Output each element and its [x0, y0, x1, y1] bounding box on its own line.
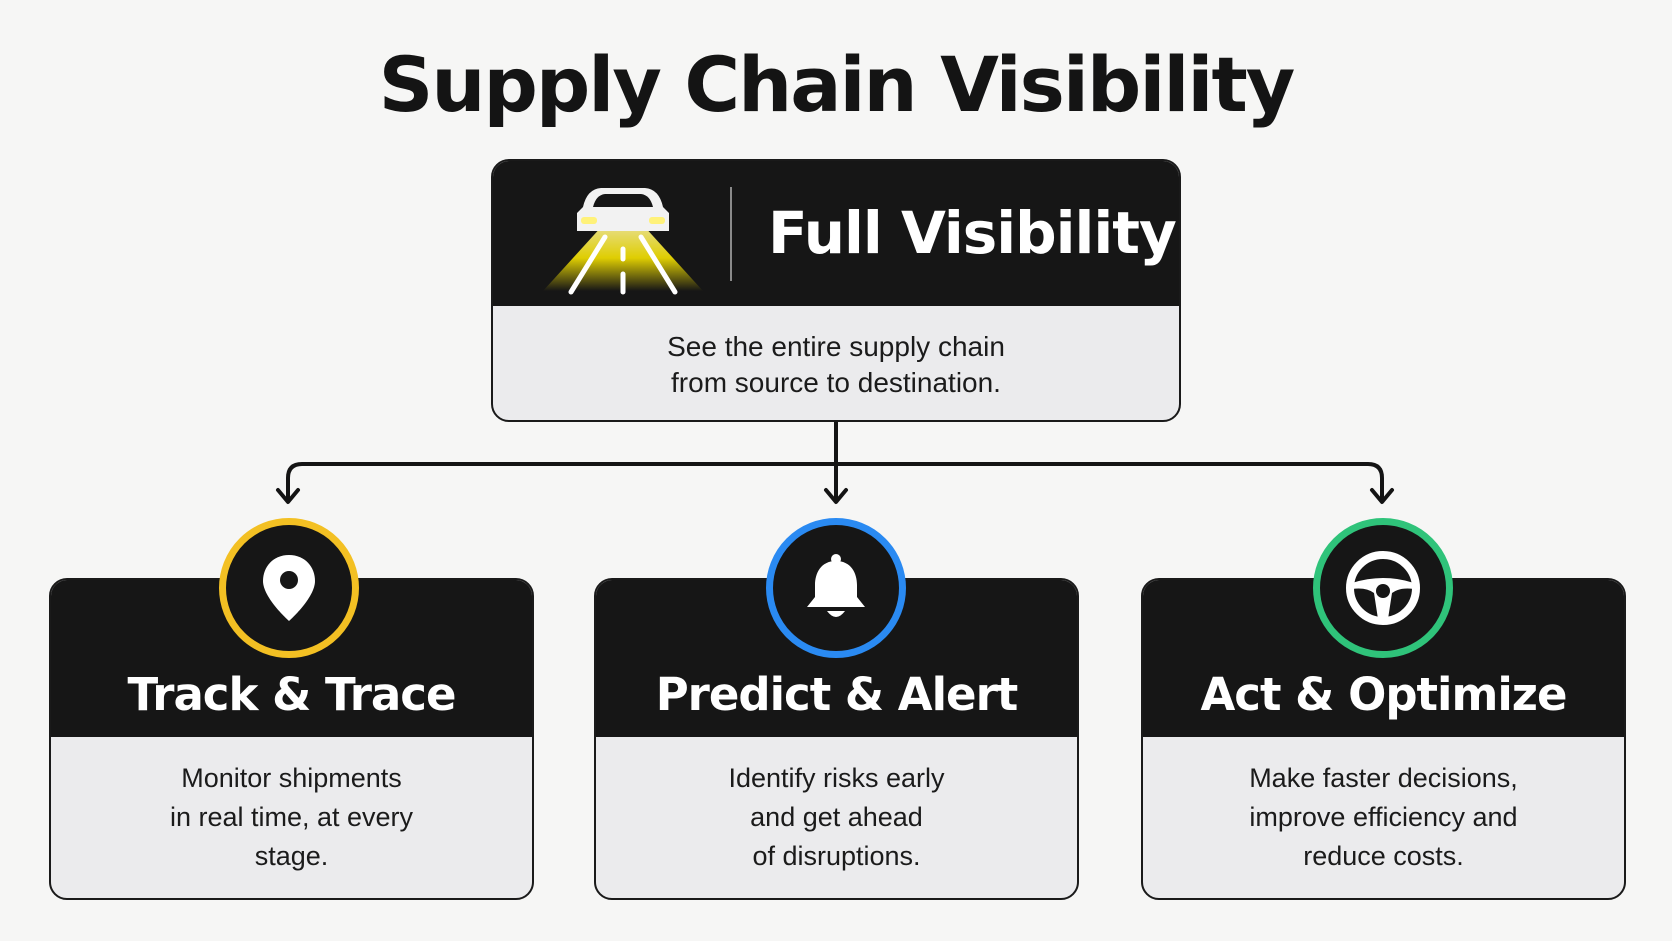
arrowhead-center — [824, 488, 848, 504]
full-visibility-body: See the entire supply chain from source … — [493, 306, 1179, 420]
full-visibility-header: Full Visibility — [493, 161, 1179, 306]
arrowhead-left — [276, 488, 300, 504]
act-optimize-badge — [1313, 518, 1453, 658]
act-optimize-title: Act & Optimize — [1200, 668, 1567, 721]
track-trace-body: Monitor shipments in real time, at every… — [51, 737, 532, 898]
predict-alert-header: Predict & Alert — [596, 580, 1077, 737]
predict-alert-description: Identify risks early and get ahead of di… — [728, 763, 945, 871]
location-pin-icon — [263, 555, 315, 621]
act-optimize-body: Make faster decisions, improve efficienc… — [1143, 737, 1624, 898]
steering-wheel-icon — [1346, 551, 1420, 625]
track-trace-badge — [219, 518, 359, 658]
bell-icon — [807, 554, 865, 617]
full-visibility-card: Full Visibility See the entire supply ch… — [491, 159, 1181, 422]
predict-alert-body: Identify risks early and get ahead of di… — [596, 737, 1077, 898]
predict-alert-card: Predict & Alert Identify risks early and… — [594, 578, 1079, 900]
predict-alert-badge — [766, 518, 906, 658]
arrowhead-right — [1370, 488, 1394, 504]
car-headlights-road-icon — [543, 188, 703, 295]
full-visibility-description: See the entire supply chain from source … — [667, 331, 1005, 398]
header-divider — [730, 187, 732, 281]
track-trace-title: Track & Trace — [127, 668, 457, 721]
connector-branch — [286, 462, 1384, 499]
page-title: Supply Chain Visibility — [378, 40, 1296, 129]
track-trace-description: Monitor shipments in real time, at every… — [169, 763, 414, 871]
predict-alert-title: Predict & Alert — [655, 668, 1019, 721]
full-visibility-title: Full Visibility — [768, 199, 1177, 267]
act-optimize-description: Make faster decisions, improve efficienc… — [1249, 763, 1518, 871]
